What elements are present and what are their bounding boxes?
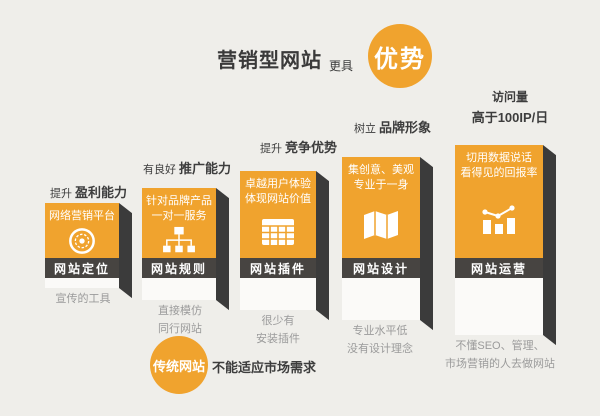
pillar-rules: 针对品牌产品 一对一服务 网站规则 [142, 188, 229, 311]
pillar-face: 针对品牌产品 一对一服务 [142, 188, 216, 258]
pillar-base [342, 278, 420, 320]
pillar-band-label: 网站定位 [45, 258, 119, 278]
drawback-operation: 不懂SEO、管理、 市场营销的人去做网站 [434, 338, 566, 373]
top-label-competition: 提升竞争优势 [260, 137, 337, 157]
pillar-base [142, 278, 216, 300]
drawback-design: 专业水平低 没有设计理念 [330, 323, 430, 358]
pillar-side-face [420, 157, 433, 331]
pillar-face: 网络营销平台 [45, 203, 119, 258]
drawback-line: 很少有 [261, 315, 295, 327]
pillar-design: 集创意、美观 专业于一身 网站设计 [342, 157, 433, 331]
drawback-line: 不懂SEO、管理、 [455, 340, 545, 352]
top-label-line1: 访问量 [491, 90, 528, 104]
pillar-base [455, 278, 543, 335]
pillar-desc-line: 针对品牌产品 [146, 195, 212, 207]
pillar-face: 集创意、美观 专业于一身 [342, 157, 420, 258]
drawback-line: 安装插件 [256, 332, 300, 345]
advantage-badge: 优势 [368, 24, 432, 88]
pillar-side-face [316, 171, 329, 321]
traditional-website-text: 不能适应市场需求 [212, 360, 317, 375]
map-icon [342, 193, 420, 258]
top-label-prefix: 提升 [260, 143, 282, 155]
pillar-operation: 切用数据说话 看得见的回报率 网站运营 [455, 145, 556, 346]
pillar-desc-line: 专业于一身 [353, 178, 409, 191]
top-label-line2: 高于100IP/日 [471, 110, 549, 125]
pillar-face: 切用数据说话 看得见的回报率 [455, 145, 543, 258]
pillar-band-label: 网站插件 [240, 258, 316, 278]
drawback-line: 同行网站 [158, 322, 202, 335]
pillar-band-label: 网站运营 [455, 258, 543, 278]
pillar-base [45, 278, 119, 288]
traditional-website-badge: 传统网站 [150, 336, 208, 394]
top-label-promotion: 有良好推广能力 [143, 158, 231, 178]
pillar-plugins: 卓越用户体验 体现网站价值 网站插件 [240, 171, 329, 321]
drawback-plugins: 很少有 安装插件 [228, 313, 328, 348]
drawback-rules: 直接模仿 同行网站 [130, 303, 230, 338]
top-label-traffic: 访问量 高于100IP/日 [458, 88, 562, 126]
pillar-band-label: 网站设计 [342, 258, 420, 278]
pillar-face: 卓越用户体验 体现网站价值 [240, 171, 316, 258]
top-label-main: 竞争优势 [285, 140, 338, 155]
pillar-desc-line: 切用数据说话 [466, 152, 532, 164]
bar-chart-icon [455, 181, 543, 258]
pillar-desc-line: 网络营销平台 [49, 210, 115, 222]
pillar-band-label: 网站规则 [142, 258, 216, 278]
drawback-line: 专业水平低 [352, 325, 408, 337]
pillar-positioning: 网络营销平台 网站定位 [45, 203, 132, 299]
drawback-line: 直接模仿 [158, 305, 202, 317]
top-label-main: 品牌形象 [379, 120, 432, 135]
pillar-side-face [216, 188, 229, 311]
top-label-prefix: 树立 [354, 123, 376, 135]
traditional-badge-label: 传统网站 [152, 358, 205, 374]
top-label-profit: 提升盈利能力 [50, 182, 127, 202]
top-label-main: 推广能力 [179, 161, 232, 176]
top-label-brand: 树立品牌形象 [354, 117, 431, 137]
top-label-prefix: 提升 [50, 188, 72, 200]
pillar-side-face [543, 145, 556, 346]
sitemap-icon [142, 224, 216, 258]
pillar-desc-line: 一对一服务 [151, 209, 207, 222]
pillar-base [240, 278, 316, 310]
advantage-badge-label: 优势 [374, 45, 426, 73]
pillar-desc-line: 卓越用户体验 [245, 178, 311, 190]
top-label-main: 盈利能力 [75, 185, 128, 200]
drawback-line: 市场营销的人去做网站 [445, 357, 555, 370]
pillar-desc-line: 体现网站价值 [245, 192, 311, 205]
drawback-positioning: 宣传的工具 [33, 291, 133, 309]
disc-icon [45, 224, 119, 258]
drawback-line: 没有设计理念 [347, 342, 413, 355]
pillar-desc-line: 集创意、美观 [348, 164, 414, 176]
page-title: 营销型网站 [217, 50, 322, 72]
table-icon [240, 207, 316, 258]
pillar-desc-line: 看得见的回报率 [460, 166, 538, 179]
top-label-prefix: 有良好 [143, 164, 176, 176]
header-more-label: 更具 [329, 59, 354, 73]
drawback-line: 宣传的工具 [55, 293, 111, 305]
pillar-side-face [119, 203, 132, 299]
